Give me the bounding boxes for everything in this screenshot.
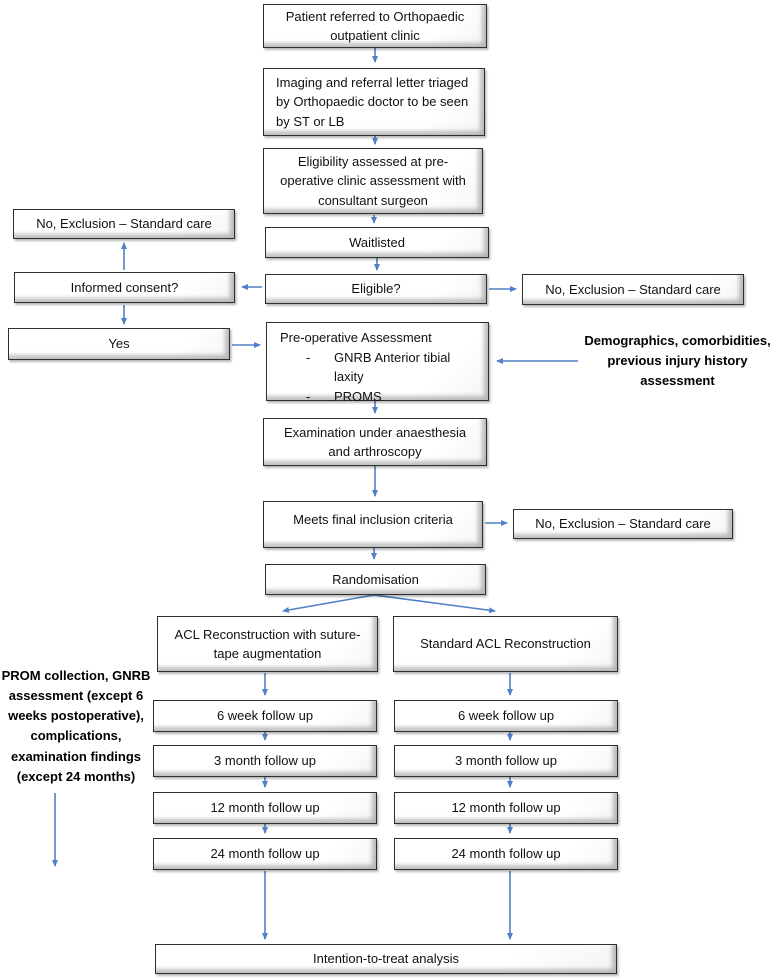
box-arm-suture-tape: ACL Reconstruction with suture-tape augm… [157, 616, 378, 672]
box-right-12-month-follow-up: 12 month follow up [394, 792, 618, 824]
box-left-6-week-follow-up: 6 week follow up [153, 700, 377, 732]
annotation-prom-collection: PROM collection, GNRB assessment (except… [1, 668, 151, 784]
box-meets-criteria: Meets final inclusion criteria [263, 501, 483, 548]
box-randomisation: Randomisation [265, 564, 486, 595]
box-left-24-month-follow-up: 24 month follow up [153, 838, 377, 870]
box-no-exclusion-right-1: No, Exclusion – Standard care [522, 274, 744, 305]
bullet-dash: - [306, 349, 311, 365]
box-eligibility-assessed: Eligibility assessed at pre-operative cl… [263, 148, 483, 214]
box-right-3-month-follow-up: 3 month follow up [394, 745, 618, 777]
arrow-randomisation-to-suturetape [282, 594, 375, 613]
box-eligible: Eligible? [265, 274, 487, 304]
preop-bullet-2-text: PROMS [334, 388, 382, 404]
box-waitlisted: Waitlisted [265, 227, 489, 258]
box-intention-to-treat: Intention-to-treat analysis [155, 944, 617, 974]
box-right-6-week-follow-up: 6 week follow up [394, 700, 618, 732]
box-arm-standard: Standard ACL Reconstruction [393, 616, 618, 672]
box-informed-consent: Informed consent? [14, 272, 235, 303]
preop-title: Pre-operative Assessment [280, 330, 432, 345]
preop-bullet-2: - PROMS [280, 387, 382, 407]
arrow-randomisation-to-standard [373, 594, 496, 614]
box-yes: Yes [8, 328, 230, 360]
box-right-24-month-follow-up: 24 month follow up [394, 838, 618, 870]
preop-bullet-1: - GNRB Anterior tibial laxity [280, 348, 478, 387]
box-imaging-triaged: Imaging and referral letter triaged by O… [263, 68, 485, 136]
box-no-exclusion-left: No, Exclusion – Standard care [13, 209, 235, 239]
box-examination: Examination under anaesthesia and arthro… [263, 418, 487, 466]
box-patient-referred: Patient referred to Orthopaedic outpatie… [263, 4, 487, 48]
bullet-dash: - [306, 388, 311, 404]
annotation-demographics: Demographics, comorbidities, previous in… [584, 333, 771, 389]
box-left-12-month-follow-up: 12 month follow up [153, 792, 377, 824]
box-no-exclusion-right-2: No, Exclusion – Standard care [513, 509, 733, 539]
preop-bullet-1-text: GNRB Anterior tibial laxity [334, 349, 451, 385]
box-left-3-month-follow-up: 3 month follow up [153, 745, 377, 777]
box-preop-assessment: Pre-operative Assessment - GNRB Anterior… [266, 322, 489, 404]
